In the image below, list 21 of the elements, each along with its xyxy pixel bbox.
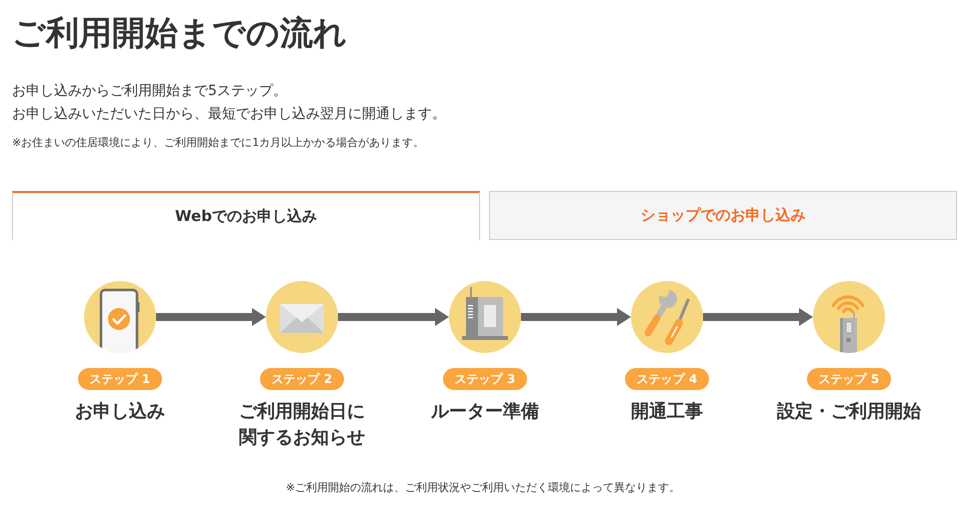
step-title: 設定・ご利用開始 bbox=[776, 400, 922, 424]
step-title: ルーター準備 bbox=[430, 400, 540, 424]
arrow bbox=[338, 308, 449, 326]
step-badge: ステップ 2 bbox=[260, 368, 344, 390]
arrow bbox=[703, 308, 813, 326]
step-badge: ステップ 3 bbox=[443, 368, 527, 390]
description-text: お申し込みいただいた日から、最短でお申し込み翌月に開通します。 bbox=[12, 105, 446, 124]
arrow bbox=[156, 308, 266, 326]
page-title: ご利用開始までの流れ bbox=[12, 12, 347, 54]
description-text: お申し込みからご利用開始まで5ステップ。 bbox=[12, 82, 287, 101]
arrow bbox=[521, 308, 631, 326]
step-title: お申し込み bbox=[74, 400, 166, 424]
step-title: 開通工事 bbox=[630, 400, 704, 424]
tab: ショップでのお申し込み bbox=[489, 191, 957, 240]
step-title: ご利用開始日に関するお知らせ bbox=[238, 400, 366, 450]
step-badge: ステップ 1 bbox=[78, 368, 162, 390]
step-badge: ステップ 4 bbox=[625, 368, 709, 390]
footnote-text: ※お住まいの住居環境により、ご利用開始までに1カ月以上かかる場合があります。 bbox=[12, 135, 424, 151]
footnote-text: ※ご利用開始の流れは、ご利用状況やご利用いただく環境によって異なります。 bbox=[284, 480, 682, 496]
step-badge: ステップ 5 bbox=[807, 368, 891, 390]
tab: Webでのお申し込み bbox=[12, 191, 480, 240]
